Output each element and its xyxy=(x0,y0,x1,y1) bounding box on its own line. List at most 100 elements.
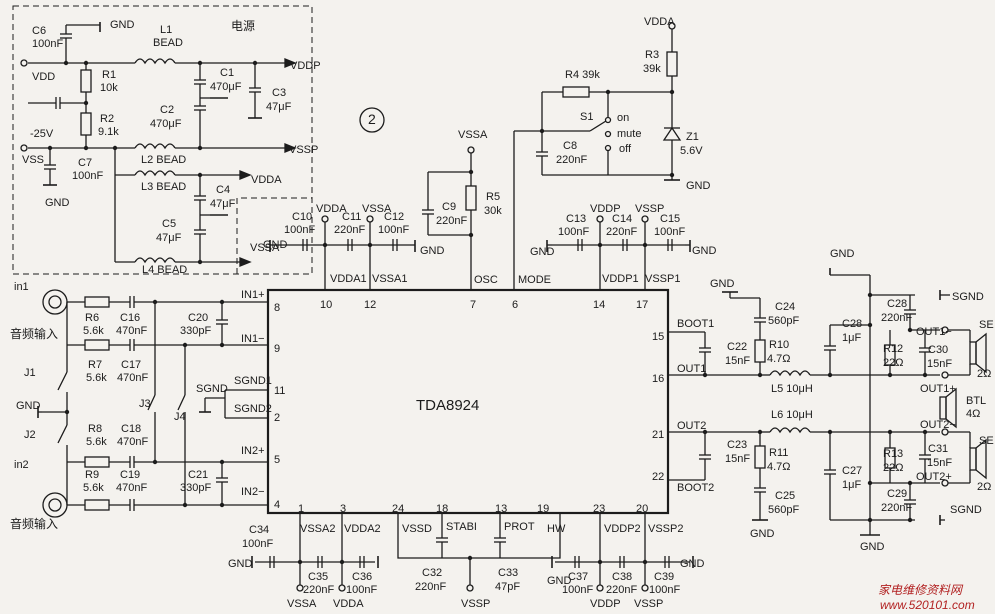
diagram-label: on xyxy=(617,112,629,124)
diagram-label: R9 xyxy=(85,469,99,481)
diagram-label: J2 xyxy=(24,429,36,441)
diagram-label: J1 xyxy=(24,367,36,379)
diagram-label: 18 xyxy=(436,503,448,515)
diagram-label: 音频输入 xyxy=(10,516,58,531)
diagram-label: 19 xyxy=(537,503,549,515)
diagram-label: OUT1+ xyxy=(920,383,956,395)
diagram-label: VSSP1 xyxy=(645,273,680,285)
diagram-label: 22Ω xyxy=(883,357,903,369)
diagram-label: C28 xyxy=(887,298,907,310)
diagram-label: 220nF xyxy=(303,584,334,596)
diagram-label: C18 xyxy=(121,423,141,435)
diagram-label: 1μF xyxy=(842,332,861,344)
diagram-label: 10 xyxy=(320,299,332,311)
diagram-label: 330pF xyxy=(180,325,211,337)
diagram-label: SGND xyxy=(952,291,984,303)
diagram-label: C2 xyxy=(160,104,174,116)
diagram-label: -25V xyxy=(30,128,54,140)
diagram-label: C11 xyxy=(342,211,361,223)
diagram-label: J3 xyxy=(139,398,151,410)
diagram-label: C4 xyxy=(216,184,230,196)
diagram-label: C5 xyxy=(162,218,176,230)
diagram-label: GND xyxy=(547,575,572,587)
diagram-label: C34 xyxy=(249,524,269,536)
diagram-label: 47μF xyxy=(266,101,292,113)
diagram-label: 8 xyxy=(274,302,280,314)
diagram-label: 220nF xyxy=(334,224,365,236)
power-box-notch xyxy=(236,197,312,274)
diagram-label: SGND2 xyxy=(234,403,272,415)
diagram-label: VSSD xyxy=(402,523,432,535)
diagram-label: VSS xyxy=(22,154,44,166)
diagram-label: 30k xyxy=(484,205,502,217)
diagram-label: 10k xyxy=(100,82,118,94)
top-right-decoupling xyxy=(546,215,691,290)
diagram-label: C16 xyxy=(120,312,140,324)
diagram-label: 39k xyxy=(643,63,661,75)
diagram-label: C6 xyxy=(32,25,46,37)
diagram-label: C14 xyxy=(612,213,632,225)
diagram-label: BOOT1 xyxy=(677,318,714,330)
diagram-label: 21 xyxy=(652,429,664,441)
diagram-label: C31 xyxy=(928,443,948,455)
diagram-label: 4Ω xyxy=(966,408,980,420)
diagram-label: 23 xyxy=(593,503,605,515)
diagram-label: mute xyxy=(617,128,641,140)
diagram-label: 220nF xyxy=(415,581,446,593)
diagram-label: 47pF xyxy=(495,581,520,593)
diagram-label: IN1− xyxy=(241,333,265,345)
diagram-label: VSSP xyxy=(635,203,664,215)
diagram-label: Z1 xyxy=(686,131,699,143)
diagram-label: OUT2+ xyxy=(916,471,952,483)
diagram-label: www.520101.com xyxy=(880,598,975,612)
diagram-label: GND xyxy=(530,246,555,258)
diagram-label: 100nF xyxy=(649,584,680,596)
diagram-label: 15nF xyxy=(725,453,750,465)
diagram-label: OUT2 xyxy=(677,420,706,432)
diagram-label: 220nF xyxy=(556,154,587,166)
diagram-label: C3 xyxy=(272,87,286,99)
diagram-label: 4.7Ω xyxy=(767,461,791,473)
diagram-label: VSSA2 xyxy=(300,523,335,535)
diagram-label: PROT xyxy=(504,521,535,533)
diagram-label: VSSA xyxy=(287,598,317,610)
diagram-label: VDDP2 xyxy=(604,523,641,535)
diagram-label: 470nF xyxy=(117,372,148,384)
diagram-label: 100nF xyxy=(346,584,377,596)
diagram-label: C21 xyxy=(188,469,208,481)
diagram-label: 14 xyxy=(593,299,605,311)
diagram-label: 9.1k xyxy=(98,126,119,138)
diagram-label: C39 xyxy=(654,571,674,583)
diagram-label: VSSP xyxy=(461,598,490,610)
diagram-label: R3 xyxy=(645,49,659,61)
diagram-label: GND xyxy=(686,180,711,192)
diagram-label: IN1+ xyxy=(241,289,265,301)
diagram-label: in2 xyxy=(14,459,29,471)
diagram-label: GND xyxy=(692,245,717,257)
diagram-label: BOOT2 xyxy=(677,482,714,494)
diagram-label: S1 xyxy=(580,111,593,123)
diagram-label: L3 BEAD xyxy=(141,181,186,193)
jumpers xyxy=(37,345,268,505)
diagram-label: 12 xyxy=(364,299,376,311)
diagram-label: C28 xyxy=(842,318,862,330)
diagram-label: GND xyxy=(16,400,41,412)
diagram-label: 220nF xyxy=(606,584,637,596)
diagram-label: C33 xyxy=(498,567,518,579)
diagram-label: OSC xyxy=(474,274,498,286)
diagram-label: 100nF xyxy=(72,170,103,182)
diagram-label: 220nF xyxy=(881,312,912,324)
diagram-label: VDDA2 xyxy=(344,523,381,535)
diagram-label: L6 10μH xyxy=(771,409,813,421)
diagram-label: 100nF xyxy=(242,538,273,550)
diagram-label: 330pF xyxy=(180,482,211,494)
diagram-label: C22 xyxy=(727,341,747,353)
diagram-label: VSSA xyxy=(458,129,488,141)
diagram-label: 17 xyxy=(636,299,648,311)
diagram-label: 220nF xyxy=(881,502,912,514)
diagram-label: GND xyxy=(263,239,288,251)
diagram-label: VDDP xyxy=(590,203,621,215)
diagram-label: 100nF xyxy=(284,224,315,236)
diagram-label: 20 xyxy=(636,503,648,515)
